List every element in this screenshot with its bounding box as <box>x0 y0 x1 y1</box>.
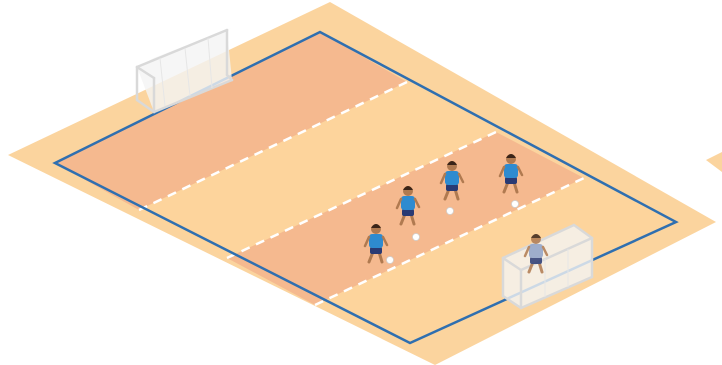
ball-icon <box>447 208 454 215</box>
ball-icon <box>387 257 394 264</box>
floor-edge-fragment <box>706 152 722 172</box>
ball-icon <box>413 234 420 241</box>
ball-icon <box>512 201 519 208</box>
